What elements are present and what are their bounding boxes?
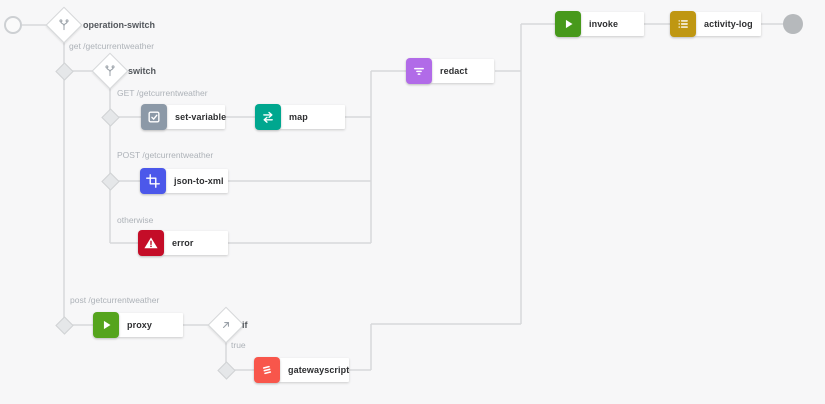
if-label: if [242, 320, 248, 330]
play-icon [93, 312, 119, 338]
condition-get-getcurrentweather: get /getcurrentweather [69, 41, 155, 51]
error-policy[interactable]: error [138, 230, 228, 256]
branch-icon [105, 65, 115, 77]
set-variable-label: set-variable [166, 105, 226, 129]
map-label: map [280, 105, 345, 129]
condition-true: true [231, 340, 246, 350]
gatewayscript-policy[interactable]: gatewayscript [254, 357, 349, 383]
set-variable-policy[interactable]: set-variable [141, 104, 226, 130]
condition-case-post: POST /getcurrentweather [117, 150, 214, 160]
condition-case-get: GET /getcurrentweather [117, 88, 208, 98]
flow-end-node [783, 14, 803, 34]
invoke-label: invoke [580, 12, 644, 36]
warning-icon [138, 230, 164, 256]
error-label: error [163, 231, 228, 255]
redact-label: redact [431, 59, 494, 83]
json-to-xml-policy[interactable]: json-to-xml [140, 168, 228, 194]
proxy-label: proxy [118, 313, 183, 337]
condition-otherwise: otherwise [117, 215, 154, 225]
switch-label: switch [128, 66, 157, 76]
swap-arrows-icon [255, 104, 281, 130]
flow-start-node [4, 16, 22, 34]
arrow-up-right-icon [222, 321, 230, 329]
gatewayscript-label: gatewayscript [279, 358, 349, 382]
proxy-policy[interactable]: proxy [93, 312, 183, 338]
condition-post-getcurrentweather: post /getcurrentweather [70, 295, 160, 305]
filter-icon [406, 58, 432, 84]
script-icon [254, 357, 280, 383]
redact-policy[interactable]: redact [406, 58, 494, 84]
activity-log-label: activity-log [695, 12, 761, 36]
checkbox-icon [141, 104, 167, 130]
json-to-xml-label: json-to-xml [165, 169, 228, 193]
invoke-policy[interactable]: invoke [555, 11, 644, 37]
map-policy[interactable]: map [255, 104, 345, 130]
branch-icon [59, 19, 69, 31]
operation-switch-label: operation-switch [83, 20, 156, 30]
activity-log-policy[interactable]: activity-log [670, 11, 761, 37]
play-icon [555, 11, 581, 37]
crop-icon [140, 168, 166, 194]
list-icon [670, 11, 696, 37]
